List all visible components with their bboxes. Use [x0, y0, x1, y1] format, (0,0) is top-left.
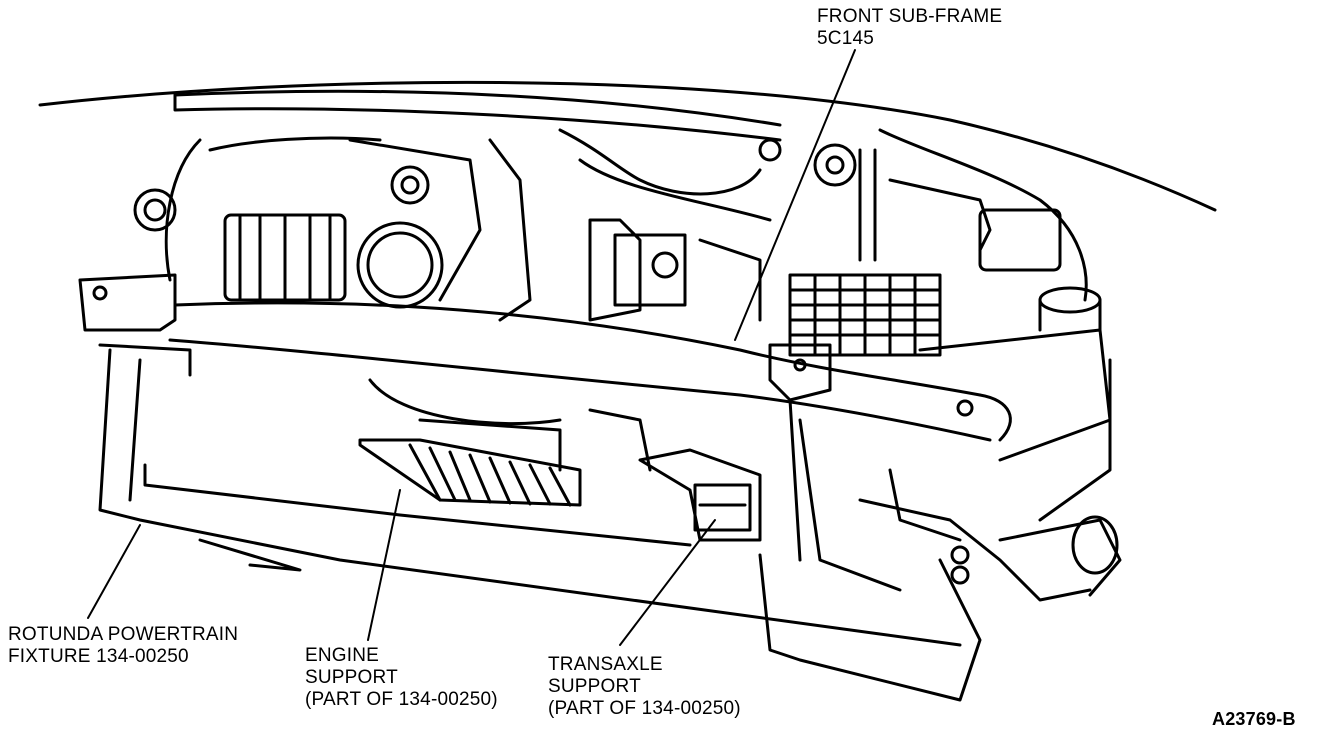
front-subframe-crossmember	[78, 273, 1112, 522]
hood-edge	[173, 89, 782, 127]
leader-front-subframe	[734, 49, 856, 341]
transaxle-support-label: TRANSAXLE SUPPORT (PART OF 134-00250)	[548, 654, 741, 719]
figure-reference-id: A23769-B	[1212, 709, 1296, 729]
powertrain-fixture-label: ROTUNDA POWERTRAIN FIXTURE 134-00250	[8, 624, 239, 667]
transaxle-support	[588, 343, 832, 562]
leader-transaxle-support	[619, 519, 716, 646]
powertrain-fixture	[98, 343, 1122, 702]
engine-compartment	[133, 128, 1102, 357]
engine-support	[358, 378, 582, 507]
engine-support-label: ENGINE SUPPORT (PART OF 134-00250)	[305, 645, 498, 710]
front-subframe-label: FRONT SUB-FRAME 5C145	[817, 6, 1003, 49]
hood-outline	[38, 80, 1217, 212]
leader-fixture	[87, 524, 141, 619]
leader-engine-support	[367, 489, 401, 641]
